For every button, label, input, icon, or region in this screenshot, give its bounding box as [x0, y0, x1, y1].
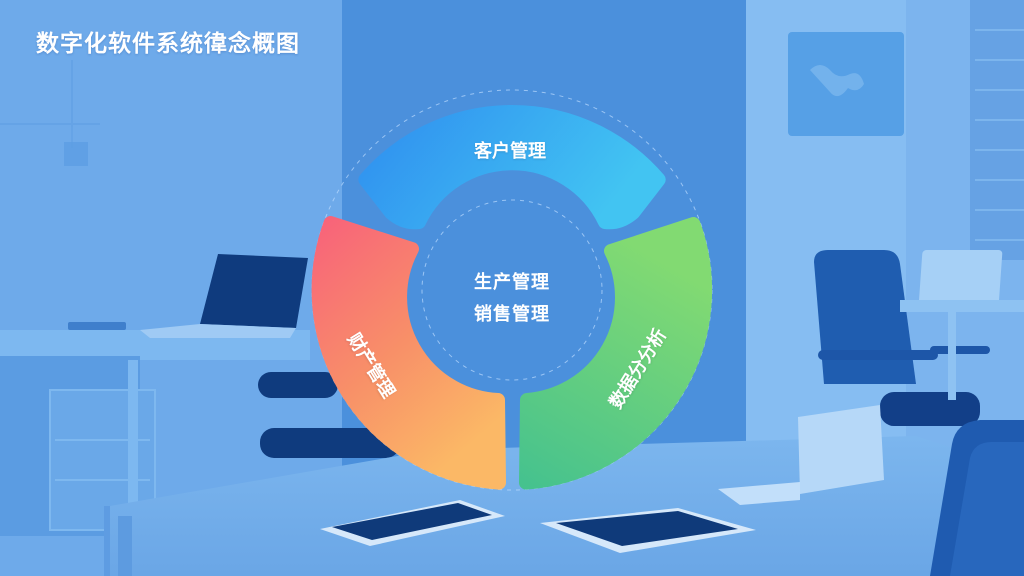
center-item-sales: 销售管理 [474, 304, 550, 325]
inner-dashed-ring [421, 199, 603, 381]
segment-asset-management[interactable] [311, 216, 506, 490]
center-item-production: 生产管理 [474, 272, 550, 293]
segment-label-top: 客户管理 [474, 141, 546, 162]
page-title: 数字化软件系统徫念概图 [36, 31, 300, 57]
ring-segments [311, 105, 713, 490]
segment-data-analysis[interactable] [519, 217, 713, 490]
segment-customer-management[interactable] [358, 105, 666, 230]
